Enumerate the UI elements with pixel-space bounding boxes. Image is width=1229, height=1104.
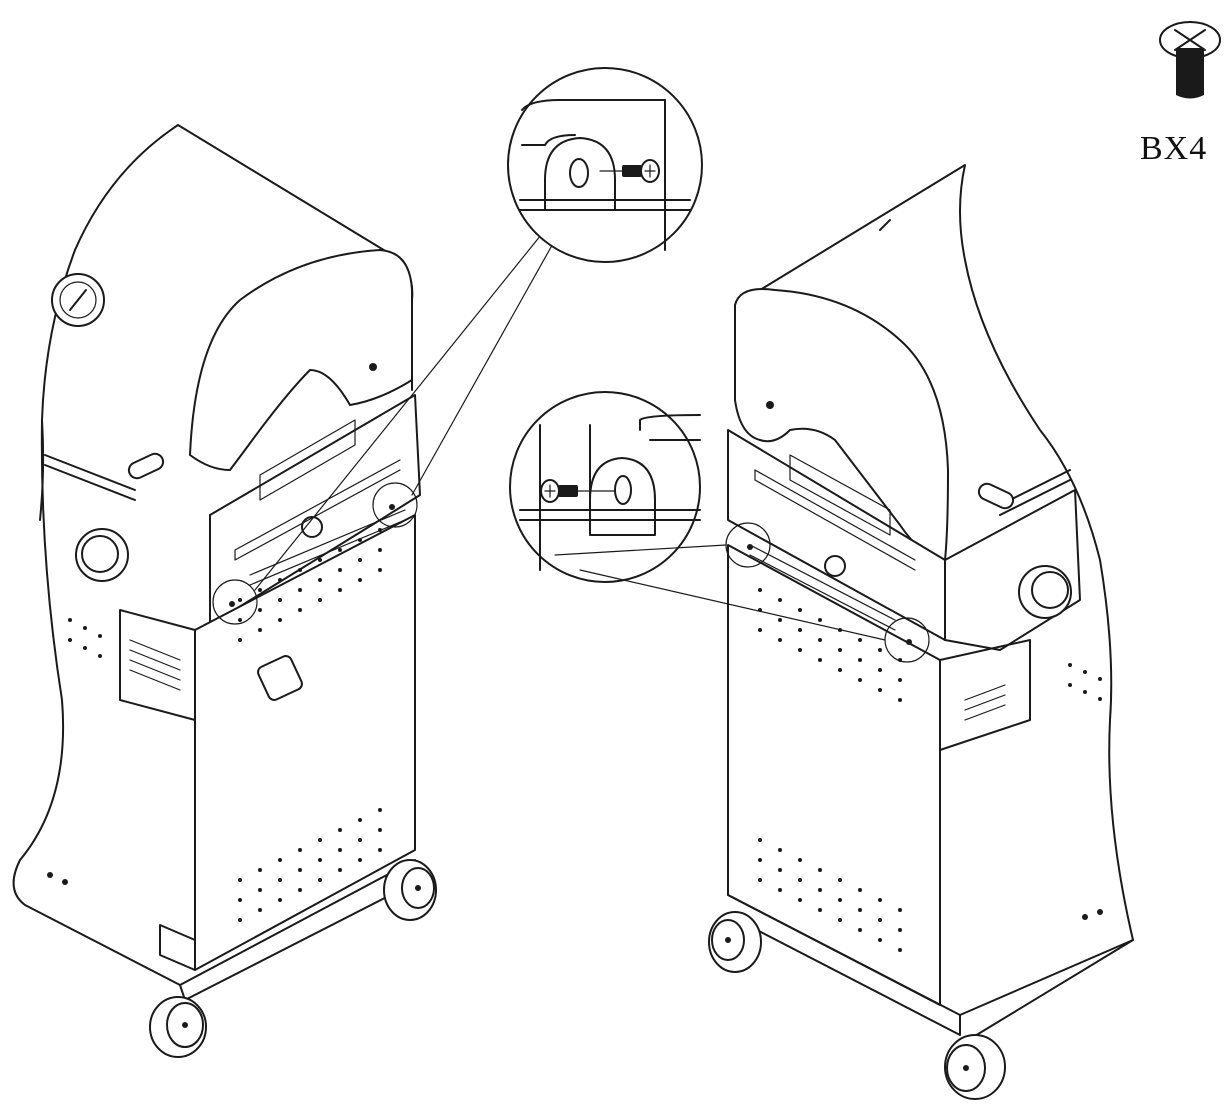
screw-icon — [1159, 21, 1221, 99]
right-rear-wheel-icon — [708, 911, 762, 973]
right-control-knob-icon — [1018, 565, 1072, 619]
left-rear-wheel-icon — [383, 859, 437, 921]
left-firebox-panel — [209, 394, 421, 626]
left-front-wheel-icon — [149, 996, 207, 1058]
left-screw-location-1 — [212, 579, 258, 625]
thermometer-icon — [51, 273, 105, 327]
right-cart-vents — [758, 588, 1103, 952]
right-lid — [734, 288, 949, 561]
left-cart — [194, 514, 416, 971]
zoom-screw-icon-2 — [540, 479, 560, 503]
right-side-shelf — [759, 164, 1134, 1046]
zoom-detail-upper — [507, 67, 703, 263]
left-lid — [189, 249, 413, 471]
zoom-detail-lower — [509, 391, 701, 583]
left-grill-view — [12, 124, 556, 1058]
left-screw-location-2 — [372, 482, 418, 528]
zoom-screw-icon — [640, 159, 660, 183]
left-lid-handle — [44, 454, 136, 501]
right-front-wheel-icon — [944, 1034, 1006, 1100]
control-knob-icon — [75, 528, 129, 582]
right-grill-view — [554, 164, 1134, 1100]
left-cart-vents — [47, 528, 382, 922]
right-lid-handle — [999, 469, 1071, 516]
part-quantity-label: BX4 — [1140, 130, 1208, 167]
